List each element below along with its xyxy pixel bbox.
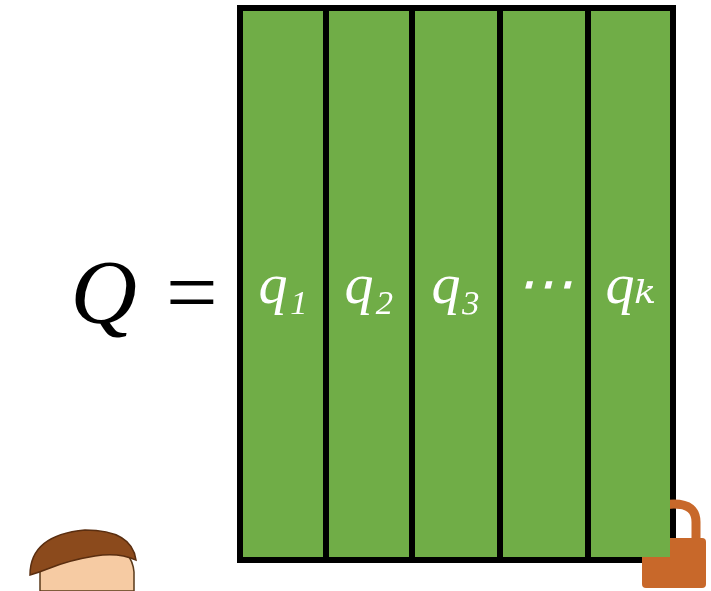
- column-label: q₃: [431, 255, 480, 313]
- equation-lhs: Q =: [70, 246, 222, 338]
- vector-column: ⋯: [503, 11, 585, 557]
- vector-column: qₖ: [591, 11, 670, 557]
- column-label: ⋯: [515, 255, 573, 313]
- vector-column: q₂: [329, 11, 409, 557]
- column-label: q₂: [344, 255, 393, 313]
- column-label: qₖ: [605, 255, 655, 313]
- column-label: q₁: [258, 255, 307, 313]
- matrix-frame: [237, 5, 676, 563]
- vector-column: q₃: [415, 11, 497, 557]
- vector-column: q₁: [243, 11, 323, 557]
- person-head: [30, 530, 136, 591]
